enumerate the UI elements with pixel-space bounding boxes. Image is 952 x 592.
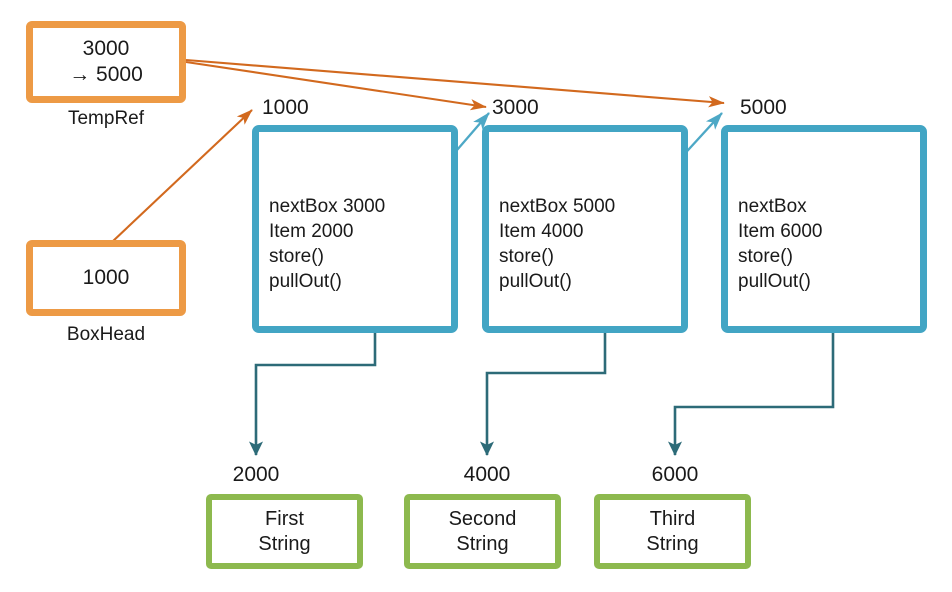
node-method-pullout-2: pullOut() xyxy=(499,271,572,292)
node-box-2[interactable]: nextBox 5000 Item 4000 store() pullOut() xyxy=(482,125,688,333)
string-address-1: 2000 xyxy=(232,463,280,486)
string-address-2: 4000 xyxy=(463,463,511,486)
reference-box-tempref[interactable]: 3000 → 5000 xyxy=(26,21,186,103)
node-item-value-1: 2000 xyxy=(311,221,354,242)
tempref-value-new: → 5000 xyxy=(69,63,143,86)
node-item-row-1: Item 2000 xyxy=(269,219,385,244)
node-item-label-3: Item xyxy=(738,221,781,242)
node-nextbox-row-3: nextBox xyxy=(738,194,823,219)
node-nextbox-value-2: 5000 xyxy=(572,196,616,217)
node-method-store-1: store() xyxy=(269,246,324,267)
reference-box-boxhead[interactable]: 1000 xyxy=(26,240,186,316)
node-method-pullout-1: pullOut() xyxy=(269,271,342,292)
string-line2-3: String xyxy=(646,532,699,555)
node-address-1: 1000 xyxy=(262,96,309,119)
node-method-store-3: store() xyxy=(738,246,793,267)
node-nextbox-row-2: nextBox 5000 xyxy=(499,194,615,219)
node-box-1[interactable]: nextBox 3000 Item 2000 store() pullOut() xyxy=(252,125,458,333)
string-box-3[interactable]: Third String xyxy=(594,494,751,569)
node-nextbox-label-2: nextBox xyxy=(499,196,573,217)
string-line1-3: Third xyxy=(649,507,696,530)
node-box-3[interactable]: nextBox Item 6000 store() pullOut() xyxy=(721,125,927,333)
node-address-3: 5000 xyxy=(740,96,787,119)
string-address-3: 6000 xyxy=(651,463,699,486)
string-box-2[interactable]: Second String xyxy=(404,494,561,569)
node-item-value-3: 6000 xyxy=(780,221,823,242)
reference-caption-boxhead: BoxHead xyxy=(66,324,146,345)
node-nextbox-row-1: nextBox 3000 xyxy=(269,194,385,219)
node-nextbox-label-1: nextBox xyxy=(269,196,343,217)
tempref-value-old: 3000 xyxy=(82,37,130,60)
string-line2-2: String xyxy=(456,532,509,555)
node-item-value-2: 4000 xyxy=(541,221,584,242)
reference-caption-tempref: TempRef xyxy=(67,108,145,129)
string-box-1[interactable]: First String xyxy=(206,494,363,569)
node-item-row-2: Item 4000 xyxy=(499,219,615,244)
arrow-tempref-to-3000 xyxy=(185,60,487,111)
node-fields-1: nextBox 3000 Item 2000 store() pullOut() xyxy=(269,194,385,294)
node-fields-3: nextBox Item 6000 store() pullOut() xyxy=(738,194,823,294)
string-line1-1: First xyxy=(265,507,304,530)
node-fields-2: nextBox 5000 Item 4000 store() pullOut() xyxy=(499,194,615,294)
node-nextbox-label-3: nextBox xyxy=(738,196,807,217)
node-method-store-2: store() xyxy=(499,246,554,267)
node-nextbox-value-1: 3000 xyxy=(342,196,386,217)
node-method-pullout-3: pullOut() xyxy=(738,271,811,292)
node-item-row-3: Item 6000 xyxy=(738,219,823,244)
node-item-label-2: Item xyxy=(499,221,542,242)
string-line1-2: Second xyxy=(448,507,517,530)
node-item-label-1: Item xyxy=(269,221,312,242)
node-address-2: 3000 xyxy=(492,96,539,119)
boxhead-value: 1000 xyxy=(82,266,130,289)
string-line2-1: String xyxy=(258,532,311,555)
